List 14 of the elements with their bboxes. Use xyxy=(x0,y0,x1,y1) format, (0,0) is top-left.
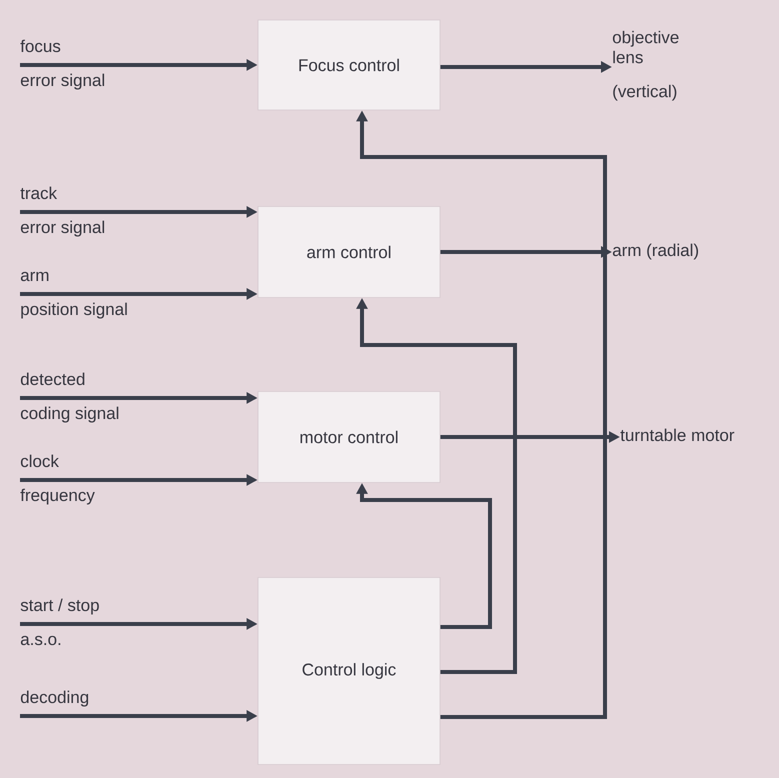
control-box: arm control xyxy=(258,206,440,298)
output-label: arm (radial) xyxy=(612,244,698,260)
signal-label: clock frequency xyxy=(20,454,95,505)
signal-label: decoding xyxy=(20,690,88,707)
signal-label: track error signal xyxy=(20,186,104,237)
signal-label: arm position signal xyxy=(20,272,127,319)
control-box: Focus control xyxy=(258,20,440,110)
control-box: Control logic xyxy=(258,577,440,765)
control-box: motor control xyxy=(258,391,440,483)
output-label: objective lens (vertical) xyxy=(612,30,679,101)
signal-label: focus error signal xyxy=(20,40,104,90)
output-label: turntable motor xyxy=(620,428,734,442)
signal-label: start / stop a.s.o. xyxy=(20,598,99,646)
signal-label: detected coding signal xyxy=(20,372,118,423)
